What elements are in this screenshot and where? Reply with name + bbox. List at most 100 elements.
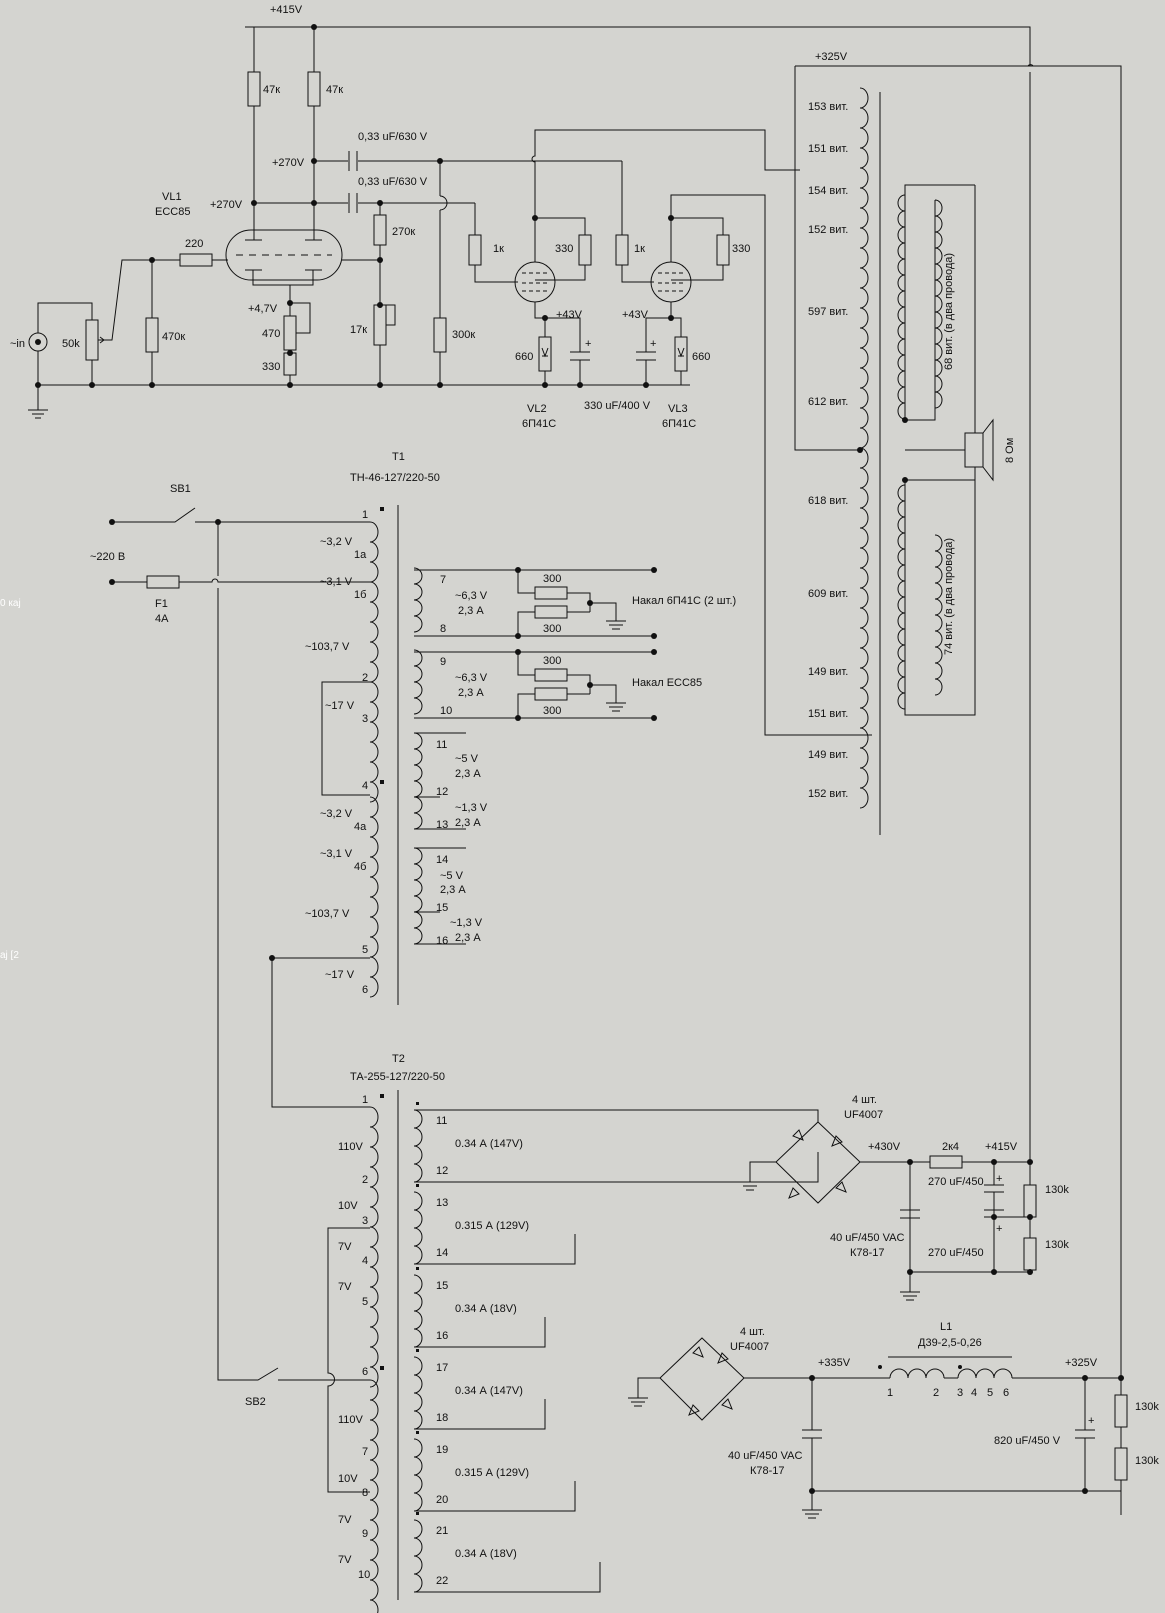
t2-secondary-lead	[414, 1399, 546, 1430]
heater2-pin-a: 9	[440, 656, 446, 668]
aux1-pin-13: 13	[436, 819, 448, 831]
speaker-impedance-label: 8 Ом	[1004, 438, 1016, 463]
t2-phase-dot	[416, 1184, 419, 1187]
t1-volt-2: ~3,1 V	[320, 576, 353, 588]
resistor-270k-label: 270к	[392, 226, 415, 238]
bridge1-out-voltage: +430V	[868, 1141, 901, 1153]
t2-volt-4: 7V	[338, 1281, 352, 1293]
ot-turns-11: 149 вит.	[808, 749, 848, 761]
t2-sec-pin-start: 21	[436, 1525, 448, 1537]
clipped-text-1: 0 кај	[0, 598, 21, 609]
heater2-current: 2,3 А	[458, 687, 484, 699]
cap-40a-type: К78-17	[850, 1247, 885, 1259]
cap-270a-label: 270 uF/450	[928, 1176, 984, 1188]
ot-turns-1: 153 вит.	[808, 101, 848, 113]
t2-pin-9: 9	[362, 1528, 368, 1540]
bleeder-4-label: 130k	[1135, 1455, 1159, 1467]
t1-pin-4: 4	[362, 780, 368, 792]
t2-pin-2: 2	[362, 1174, 368, 1186]
t2-phase-dot	[416, 1431, 419, 1434]
ot-turns-9: 149 вит.	[808, 666, 848, 678]
t1-pin-4a: 4а	[354, 821, 367, 833]
sb1-label: SB1	[170, 483, 191, 495]
t2-sec-rating: 0.315 А (129V)	[455, 1467, 529, 1479]
t2-volt-5: 110V	[338, 1414, 364, 1426]
t2-secondary-coil	[413, 1519, 423, 1593]
input-jack-label: ~in	[10, 338, 25, 350]
t2-pin-7: 7	[362, 1446, 368, 1458]
choke-type: Д39-2,5-0,26	[918, 1337, 982, 1349]
cap-820-label: 820 uF/450 V	[994, 1435, 1061, 1447]
vl2-type: 6П41С	[522, 418, 556, 430]
choke-pin-6: 6	[1003, 1387, 1009, 1399]
bridge1-qty: 4 шт.	[852, 1094, 877, 1106]
aux1-v1: ~5 V	[455, 753, 479, 765]
vl1-270b-label: +270V	[272, 157, 305, 169]
cap-40a-label: 40 uF/450 VAC	[830, 1232, 904, 1244]
t2-pin-5: 5	[362, 1296, 368, 1308]
cathode-bypass-cap-label: 330 uF/400 V	[584, 400, 651, 412]
clipped-text-2: ај [2	[0, 950, 19, 961]
vl3-type: 6П41С	[662, 418, 696, 430]
heater1-pin-a: 7	[440, 574, 446, 586]
choke-pin-4: 4	[971, 1387, 977, 1399]
bridge2-type: UF4007	[730, 1341, 769, 1353]
t1-volt-4: ~17 V	[325, 700, 355, 712]
ot-secondary-2-label: 74 вит. (в два провода)	[943, 538, 955, 655]
t2-secondary-lead	[414, 1152, 819, 1183]
heater1-r2: 300	[543, 623, 561, 635]
coupling-cap-2-label: 0,33 uF/630 V	[358, 176, 428, 188]
aux1-a1: 2,3 А	[455, 768, 481, 780]
sb2-label: SB2	[245, 1396, 266, 1408]
heater2-pin-b: 10	[440, 705, 452, 717]
t2-sec-pin-end: 18	[436, 1412, 448, 1424]
coupling-cap-1-label: 0,33 uF/630 V	[358, 131, 428, 143]
t2-phase-dot	[416, 1512, 419, 1515]
aux2-v2: ~1,3 V	[450, 917, 483, 929]
t2-volt-2: 10V	[338, 1200, 358, 1212]
ot-turns-6: 612 вит.	[808, 396, 848, 408]
cathode-resistor-2-label: 330	[262, 361, 280, 373]
input-stage: +415V ~in 50k 470к 220 VL1 ECC85 +270V +…	[10, 4, 1034, 1190]
heater1-voltage: ~6,3 V	[455, 590, 488, 602]
bridge1-type: UF4007	[844, 1109, 883, 1121]
vl3-cathode-resistor-label: 660	[692, 351, 710, 363]
heater1-r1: 300	[543, 573, 561, 585]
t1-volt-5: ~3,2 V	[320, 808, 353, 820]
ot-turns-10: 151 вит.	[808, 708, 848, 720]
t1-volt-6: ~3,1 V	[320, 848, 353, 860]
cathode-resistor-label: 470	[262, 328, 280, 340]
ot-turns-7: 618 вит.	[808, 495, 848, 507]
bleeder-3-label: 130k	[1135, 1401, 1159, 1413]
vl2-cathode-resistor-label: 660	[515, 351, 533, 363]
t2-pin-10: 10	[358, 1569, 370, 1581]
t2-sec-pin-end: 16	[436, 1330, 448, 1342]
aux2-pin-14: 14	[436, 854, 448, 866]
t1-type: ТН-46-127/220-50	[350, 472, 440, 484]
output-transformer: +325V 153 вит. 151 вит. 154 вит. 152 вит…	[794, 51, 1122, 1515]
ot-325-label: +325V	[815, 51, 848, 63]
mains-label: ~220 В	[90, 551, 125, 563]
t2-phase-dot	[416, 1267, 419, 1270]
vl3-bypass-plus: +	[650, 338, 656, 350]
t2-sec-pin-start: 13	[436, 1197, 448, 1209]
t2-secondary-lead	[414, 1317, 546, 1348]
vl3-name: VL3	[668, 403, 688, 415]
vl2-bypass-plus: +	[585, 338, 591, 350]
vl1-type: ECC85	[155, 206, 190, 218]
heater1-current: 2,3 А	[458, 605, 484, 617]
t2-secondary-lead	[414, 1234, 576, 1265]
bleeder-2-label: 130k	[1045, 1239, 1069, 1251]
heater1-label: Накал 6П41С (2 шт.)	[632, 595, 736, 607]
rail-415-label: +415V	[270, 4, 303, 16]
t2-volt-8: 7V	[338, 1554, 352, 1566]
t2-secondary-coil	[413, 1191, 423, 1265]
t2-name: T2	[392, 1053, 405, 1065]
aux2-a1: 2,3 А	[440, 884, 466, 896]
t1-pin-1a: 1а	[354, 549, 367, 561]
ot-turns-2: 151 вит.	[808, 143, 848, 155]
t1-volt-7: ~103,7 V	[305, 908, 350, 920]
t2-pin-8: 8	[362, 1487, 368, 1499]
